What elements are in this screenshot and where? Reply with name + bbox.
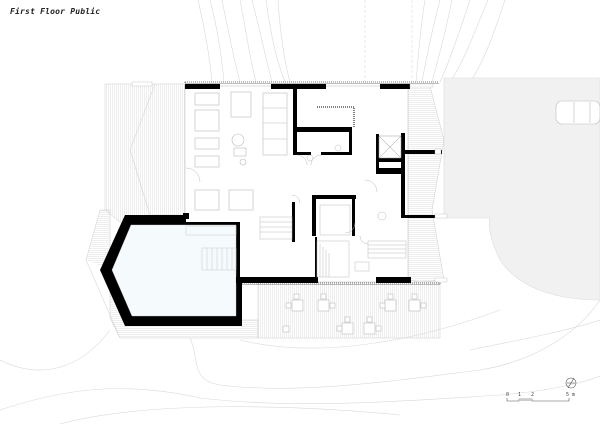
north-wall (131, 81, 439, 89)
car-icon (555, 100, 600, 125)
sauna-outline (317, 106, 355, 127)
north-arrow-icon (565, 377, 577, 389)
scale-tick-5m: 5 m (566, 392, 576, 398)
scale-tick-1: 1 (518, 392, 522, 398)
drawing-title: First Floor Public (10, 7, 101, 16)
windows-east (434, 148, 448, 283)
right-deck (407, 85, 445, 283)
indoor-pool (100, 215, 242, 326)
scale-tick-0: 0 (506, 392, 510, 398)
internal-walls (183, 89, 442, 277)
south-wall (236, 277, 441, 285)
scale-bar (506, 398, 570, 402)
forecourt-paving (443, 77, 600, 301)
scale-tick-2: 2 (531, 392, 535, 398)
lift-shaft (378, 135, 402, 159)
left-deck (104, 83, 186, 231)
loungers (194, 91, 288, 211)
staircase (259, 204, 407, 278)
terrace-tables (282, 293, 427, 335)
doors (185, 144, 387, 245)
